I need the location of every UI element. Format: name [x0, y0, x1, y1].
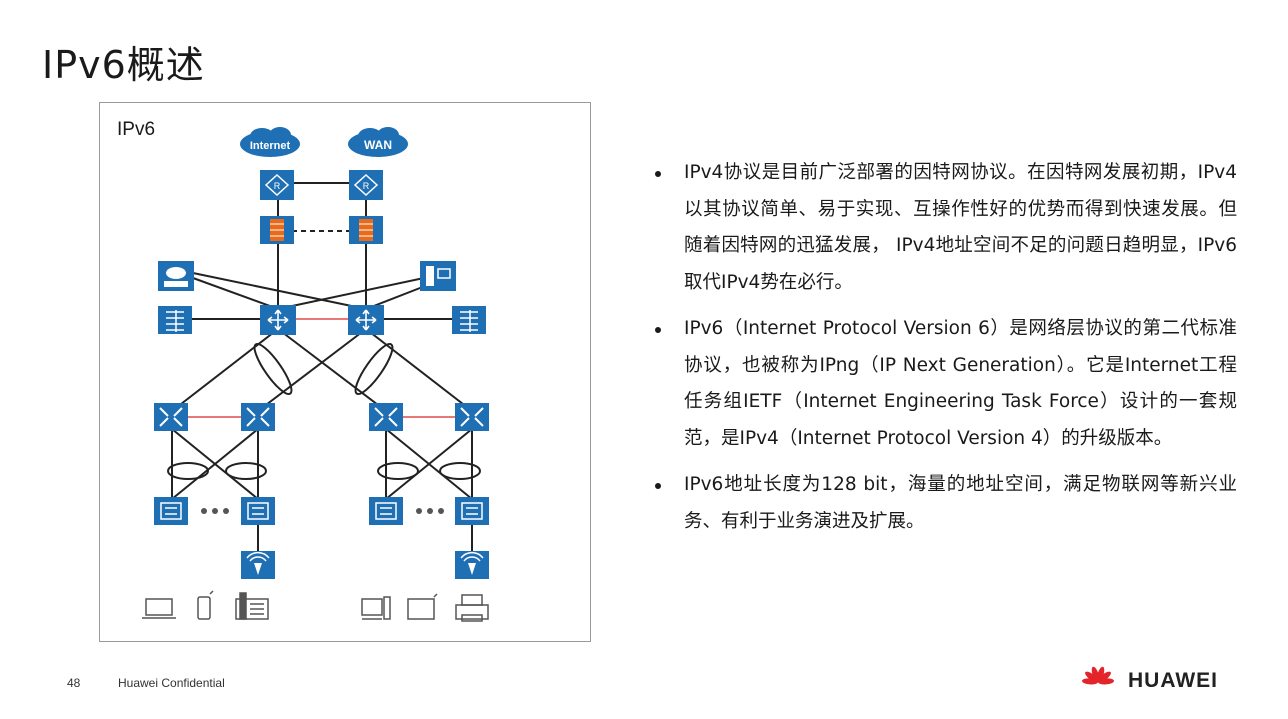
huawei-logo-icon: [1082, 666, 1114, 685]
firewall-icon: [349, 216, 383, 244]
core-switch-icon: [260, 305, 296, 335]
access-switch-icon: [369, 497, 403, 525]
svg-text:R: R: [363, 181, 370, 191]
access-switch-icon: [241, 497, 275, 525]
wireless-ap-icon: [455, 551, 489, 579]
diagram-label: IPv6: [117, 119, 156, 140]
firewall-icon: [260, 216, 294, 244]
confidential-label: Huawei Confidential: [118, 676, 225, 690]
network-diagram: Internet WAN R R: [99, 102, 591, 642]
more-dots-icon: [201, 508, 444, 514]
network-diagram-canvas: Internet WAN R R: [142, 127, 489, 622]
eth-trunk-ellipses: [167, 343, 481, 480]
bullet-dot-icon: [655, 327, 661, 333]
aggregation-switch-icon: [369, 403, 403, 431]
server-icon: [420, 261, 456, 291]
bullet-text: IPv6（Internet Protocol Version 6）是网络层协议的…: [684, 318, 1237, 449]
aggregation-switch-icon: [154, 403, 188, 431]
page-number: 48: [67, 676, 81, 690]
printer-icon: [455, 594, 489, 622]
aggregation-switch-icon: [455, 403, 489, 431]
page-title: IPv6概述: [42, 43, 205, 87]
svg-text:R: R: [274, 181, 281, 191]
peer-links: [188, 318, 456, 418]
ip-phone-icon: [235, 592, 269, 620]
access-switch-icon: [154, 497, 188, 525]
access-switch-icon: [455, 497, 489, 525]
bullet-list: IPv4协议是目前广泛部署的因特网协议。在因特网发展初期，IPv4以其协议简单、…: [653, 155, 1237, 550]
security-appliance-icon: [158, 306, 192, 334]
cloud-label-internet: Internet: [250, 140, 291, 152]
list-item: IPv6（Internet Protocol Version 6）是网络层协议的…: [653, 311, 1237, 457]
security-appliance-icon: [452, 306, 486, 334]
router-icon: R: [260, 170, 294, 200]
core-switch-icon: [348, 305, 384, 335]
brand-name: HUAWEI: [1128, 669, 1218, 692]
laptop-icon: [142, 598, 176, 619]
tablet-icon: [407, 593, 438, 620]
links: [171, 182, 473, 551]
bullet-text: IPv4协议是目前广泛部署的因特网协议。在因特网发展初期，IPv4以其协议简单、…: [684, 162, 1237, 293]
wireless-ap-icon: [241, 551, 275, 579]
bullet-dot-icon: [655, 483, 661, 489]
cloud-label-wan: WAN: [364, 138, 392, 152]
terminals: [142, 590, 489, 622]
cloud-icon: WAN: [348, 127, 408, 157]
list-item: IPv4协议是目前广泛部署的因特网协议。在因特网发展初期，IPv4以其协议简单、…: [653, 155, 1237, 301]
desktop-computer-icon: [361, 596, 391, 620]
router-icon: R: [349, 170, 383, 200]
aggregation-switch-icon: [241, 403, 275, 431]
cloud-server-icon: [158, 261, 194, 291]
bullet-dot-icon: [655, 171, 661, 177]
list-item: IPv6地址长度为128 bit，海量的地址空间，满足物联网等新兴业务、有利于业…: [653, 467, 1237, 540]
mobile-phone-icon: [197, 590, 214, 620]
bullet-text: IPv6地址长度为128 bit，海量的地址空间，满足物联网等新兴业务、有利于业…: [684, 474, 1237, 532]
cloud-icon: Internet: [240, 127, 300, 157]
